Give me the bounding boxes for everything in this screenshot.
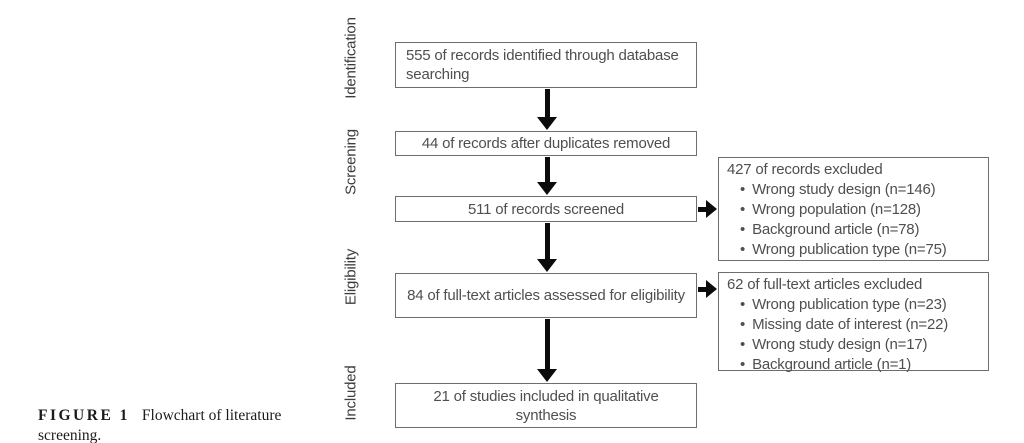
- flow-box-fulltext-assessed: 84 of full-text articles assessed for el…: [395, 273, 697, 318]
- exclusion-item-text: Missing date of interest (n=22): [752, 316, 949, 333]
- arrow-down-icon: [537, 223, 557, 272]
- flow-box-duplicates-removed: 44 of records after duplicates removed: [395, 131, 697, 156]
- figure-caption-label: FIGURE 1: [38, 406, 130, 424]
- arrow-head: [537, 117, 557, 130]
- stage-label-eligibility: Eligibility: [342, 248, 360, 306]
- bullet-icon: •: [740, 181, 746, 198]
- bullet-icon: •: [740, 241, 746, 258]
- flow-box-text: 44 of records after duplicates removed: [421, 135, 671, 152]
- exclusion-item: • Background article (n=78): [727, 220, 980, 240]
- stage-label-screening: Screening: [342, 129, 360, 195]
- flow-box-text: 555 of records identified through databa…: [406, 47, 679, 83]
- flow-box-studies-included: 21 of studies included in qualitative sy…: [395, 383, 697, 428]
- arrow-shaft: [544, 319, 550, 369]
- exclusion-item: • Wrong population (n=128): [727, 200, 980, 220]
- bullet-icon: •: [740, 201, 746, 218]
- bullet-icon: •: [740, 356, 746, 373]
- bullet-icon: •: [740, 221, 746, 238]
- flow-box-text: 21 of studies included in qualitative sy…: [433, 387, 659, 424]
- exclusion-item-text: Wrong study design (n=146): [752, 181, 936, 198]
- stage-label-included: Included: [342, 365, 360, 421]
- arrow-head: [537, 369, 557, 382]
- exclusion-item: • Background article (n=1): [727, 355, 980, 375]
- arrow-down-icon: [537, 157, 557, 195]
- flow-box-text: 511 of records screened: [467, 200, 625, 218]
- arrow-down-icon: [537, 319, 557, 382]
- arrow-head: [537, 259, 557, 272]
- exclusion-item-text: Wrong population (n=128): [752, 201, 921, 218]
- exclusion-box-title: 427 of records excluded: [727, 161, 883, 178]
- arrow-head: [706, 280, 717, 298]
- bullet-icon: •: [740, 316, 746, 333]
- flow-box-records-screened: 511 of records screened: [395, 196, 697, 222]
- exclusion-item: • Wrong publication type (n=23): [727, 295, 980, 315]
- exclusion-item-text: Wrong publication type (n=23): [752, 296, 947, 313]
- bullet-icon: •: [740, 336, 746, 353]
- exclusion-item: • Wrong publication type (n=75): [727, 240, 980, 260]
- exclusion-item: • Missing date of interest (n=22): [727, 315, 980, 335]
- arrow-head: [706, 200, 717, 218]
- arrow-down-icon: [537, 89, 557, 130]
- arrow-shaft: [698, 206, 706, 212]
- flow-box-records-identified: 555 of records identified through databa…: [395, 42, 697, 88]
- arrow-shaft: [544, 89, 550, 117]
- exclusion-box-fulltext-excluded: 62 of full-text articles excluded • Wrong…: [718, 272, 989, 373]
- arrow-head: [537, 182, 557, 195]
- exclusion-box-title: 62 of full-text articles excluded: [727, 276, 923, 293]
- stage-label-identification: Identification: [342, 17, 360, 99]
- exclusion-item-text: Background article (n=1): [752, 356, 912, 373]
- arrow-right-icon: [698, 200, 717, 218]
- exclusion-item-text: Wrong study design (n=17): [752, 336, 928, 353]
- bullet-icon: •: [740, 296, 746, 313]
- exclusion-item: • Wrong study design (n=17): [727, 335, 980, 355]
- arrow-shaft: [544, 223, 550, 259]
- figure-caption-text: Flowchart of literature screening.: [38, 406, 282, 443]
- exclusion-item-text: Background article (n=78): [752, 221, 920, 238]
- arrow-shaft: [698, 286, 706, 292]
- arrow-right-icon: [698, 280, 717, 298]
- exclusion-item-text: Wrong publication type (n=75): [752, 241, 947, 258]
- flow-box-text: 84 of full-text articles assessed for el…: [407, 287, 685, 304]
- arrow-shaft: [544, 157, 550, 182]
- exclusion-item: • Wrong study design (n=146): [727, 180, 980, 200]
- exclusion-box-records-excluded: 427 of records excluded • Wrong study des…: [718, 157, 989, 261]
